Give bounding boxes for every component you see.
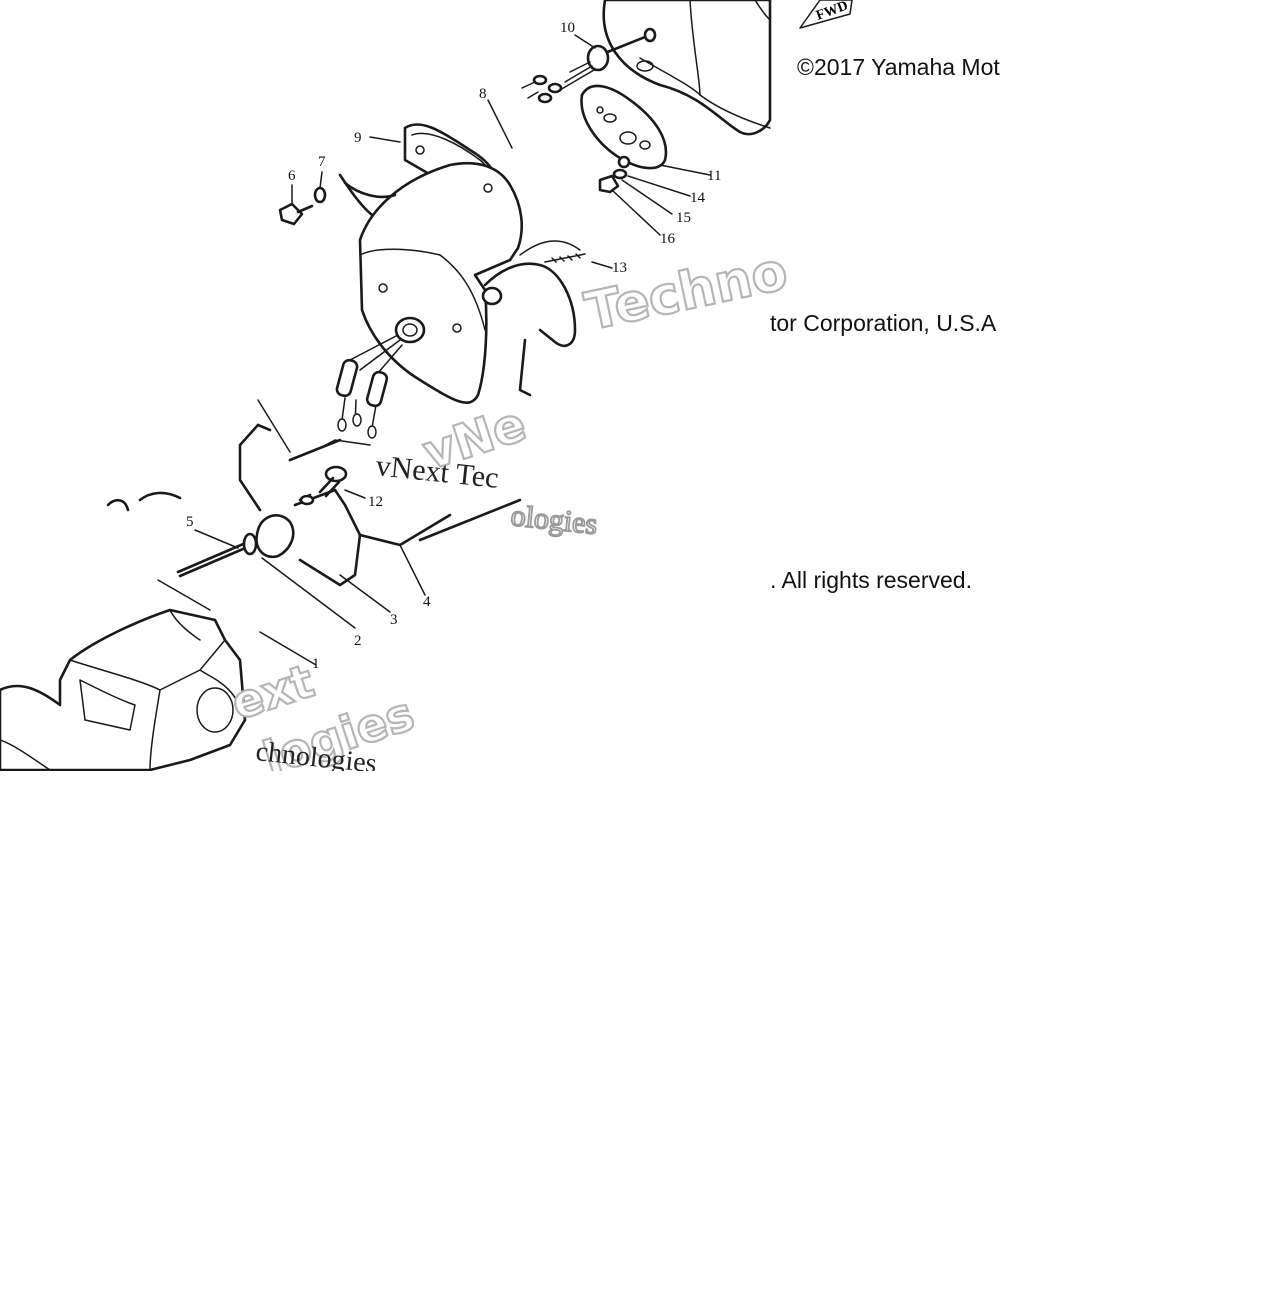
callout-4: 4: [423, 594, 431, 610]
callout-8: 8: [479, 86, 487, 102]
callout-5: 5: [186, 514, 194, 530]
callout-11: 11: [707, 168, 721, 184]
callout-leaders: [194, 34, 711, 666]
copyright-notice: ©2017 Yamaha Mot tor Corporation, U.S.A …: [770, 54, 1000, 593]
callout-2: 2: [354, 633, 362, 649]
copyright-line-2: tor Corporation, U.S.A: [770, 310, 997, 336]
bolt-part-13: [544, 253, 586, 263]
callout-15: 15: [676, 210, 691, 226]
watermark-ologies: ologies: [509, 499, 599, 541]
callout-7: 7: [318, 154, 326, 170]
watermark-techno: Techno: [580, 242, 792, 343]
bulb-and-screw-2-5: [106, 491, 295, 578]
callout-3: 3: [390, 612, 398, 628]
bolt-and-washer-6-7: [278, 186, 327, 226]
callout-6: 6: [288, 168, 296, 184]
lens-part-11: [580, 84, 668, 170]
bolt-part-12: [299, 465, 348, 506]
callout-9: 9: [354, 130, 362, 146]
light-cover-bracket-3-4: [238, 423, 522, 587]
forward-direction-marker: FWD: [799, 0, 853, 29]
callout-10: 10: [560, 20, 575, 36]
copyright-line-1: ©2017 Yamaha Mot: [797, 54, 1000, 80]
copyright-line-3: . All rights reserved.: [770, 567, 972, 593]
watermarks: Techno vNe vNext Tec ologies ext logies …: [224, 240, 794, 786]
callout-1: 1: [312, 656, 320, 672]
callout-labels: 1 2 3 4 5 6 7 8 9 10 11 12 13 14 15 16: [186, 20, 721, 672]
license-plate-bracket: [338, 145, 581, 404]
callout-16: 16: [660, 231, 676, 247]
nut-and-washers-14-15-16: [598, 155, 631, 194]
bulb-socket-part-10: [521, 27, 657, 104]
callout-12: 12: [368, 494, 383, 510]
callout-13: 13: [612, 260, 627, 276]
blank-area: [0, 771, 1285, 1285]
callout-14: 14: [690, 190, 706, 206]
lens-cover-part-1: [0, 579, 247, 772]
wire-harness: [319, 334, 403, 449]
